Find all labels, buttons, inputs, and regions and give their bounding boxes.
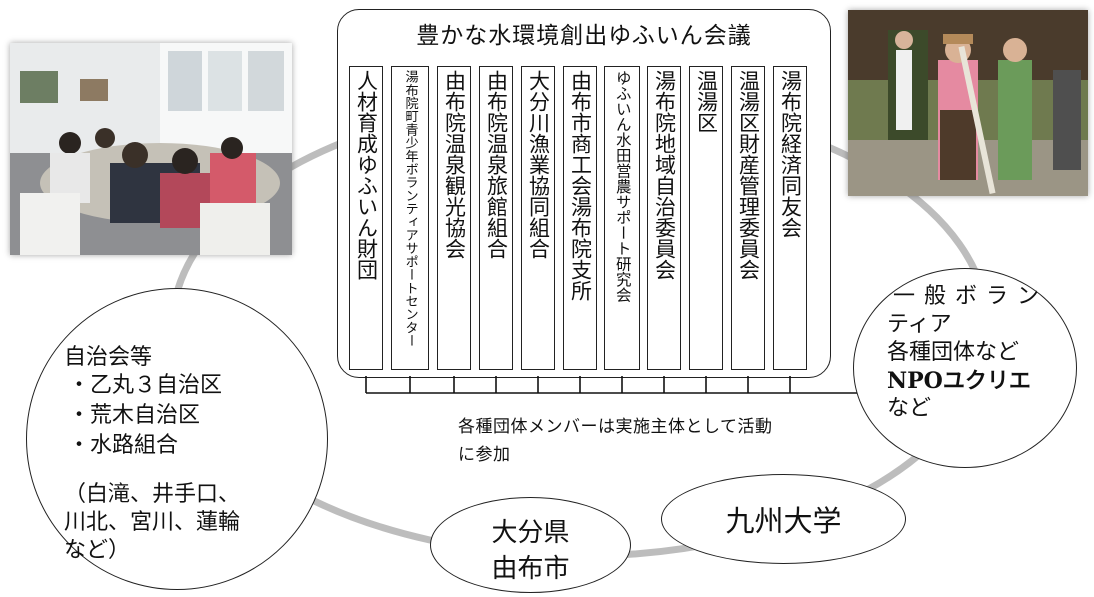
member-label: 大分川漁業協同組合 — [526, 70, 551, 259]
member-label: 湯布院経済同友会 — [778, 70, 803, 238]
local-group-detail: （白滝、井手口、 — [64, 482, 241, 507]
member-label: 人材育成ゆふいん財団 — [354, 70, 379, 280]
member-label: 湯布院地域自治委員会 — [652, 70, 677, 280]
member-box: 由布院温泉観光協会 — [437, 66, 471, 370]
member-box: ゆふいん水田営農サポート研究会 — [604, 66, 640, 370]
city-prefecture-label: 大分県 — [491, 518, 570, 548]
member-label: 由布市商工会湯布院支所 — [568, 70, 593, 301]
university-bubble: 九州大学 — [661, 474, 906, 564]
member-box: 湯布院経済同友会 — [773, 66, 807, 370]
member-label: 湯布院町青少年ボランティアサポートセンター — [402, 70, 418, 348]
caption-line: 各種団体メンバーは実施主体として活動 — [458, 417, 773, 437]
member-box: 温湯区 — [689, 66, 723, 370]
member-box: 由布院温泉旅館組合 — [479, 66, 513, 370]
volunteers-bubble — [853, 268, 1077, 468]
member-label: 温湯区財産管理委員会 — [736, 70, 761, 280]
member-box: 人材育成ゆふいん財団 — [349, 66, 383, 370]
volunteers-line: ティア — [887, 312, 952, 337]
university-label: 九州大学 — [725, 504, 842, 538]
member-label: 由布院温泉観光協会 — [442, 70, 467, 259]
local-groups-heading: 自治会等 — [64, 345, 153, 370]
local-group-item: ・荒木自治区 — [68, 403, 201, 428]
member-label: ゆふいん水田営農サポート研究会 — [613, 70, 632, 303]
volunteers-line: など — [887, 396, 932, 421]
local-group-detail: 川北、宮川、蓮輪 — [64, 510, 241, 535]
local-group-detail: など） — [64, 538, 131, 563]
member-box: 温湯区財産管理委員会 — [731, 66, 765, 370]
city-bubble: 大分県 由布市 — [430, 497, 631, 593]
member-label: 温湯区 — [694, 70, 719, 133]
volunteers-line: NPOユクリエ — [887, 368, 1031, 394]
volunteers-line: 各種団体など — [887, 340, 1020, 365]
member-label: 由布院温泉旅館組合 — [484, 70, 509, 259]
council-box: 豊かな水環境創出ゆふいん会議 人材育成ゆふいん財団 湯布院町青少年ボランティアサ… — [337, 9, 831, 378]
member-box: 大分川漁業協同組合 — [521, 66, 555, 370]
caption-line: に参加 — [458, 445, 511, 465]
council-title: 豊かな水環境創出ゆふいん会議 — [416, 23, 752, 49]
volunteer-photo — [848, 10, 1088, 196]
volunteers-line: 一般ボラン — [893, 284, 1049, 309]
meeting-photo — [10, 43, 292, 255]
member-box: 湯布院地域自治委員会 — [647, 66, 681, 370]
local-group-item: ・水路組合 — [68, 433, 179, 458]
local-group-item: ・乙丸３自治区 — [68, 373, 223, 398]
member-box: 湯布院町青少年ボランティアサポートセンター — [391, 66, 429, 370]
member-box: 由布市商工会湯布院支所 — [563, 66, 597, 370]
local-groups-bubble — [26, 288, 328, 590]
city-name-label: 由布市 — [491, 554, 570, 584]
